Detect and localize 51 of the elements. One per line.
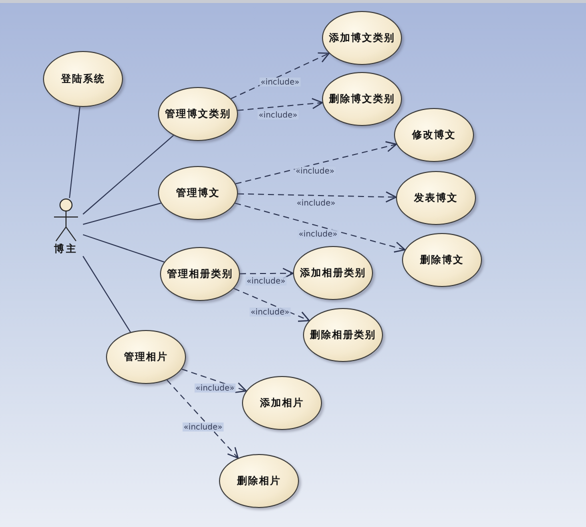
association-line <box>82 234 165 262</box>
include-arrow <box>235 141 398 184</box>
use-case-label: 管理相册类别 <box>167 268 233 281</box>
use-case-label: 修改博文 <box>412 128 456 142</box>
include-arrow <box>166 380 239 459</box>
use-case-label: 管理博文类别 <box>165 108 231 121</box>
use-case-label: 管理博文 <box>176 186 220 200</box>
include-arrow <box>233 288 310 322</box>
association-line <box>69 106 80 198</box>
use-case-ellipse <box>158 166 238 220</box>
edge-label: «include» <box>258 110 298 120</box>
use-case-ellipse <box>322 11 402 65</box>
use-case-ellipse <box>402 233 482 287</box>
use-case-ellipse <box>158 87 238 141</box>
use-case-ellipse <box>160 247 240 301</box>
use-case-label: 删除相片 <box>237 474 281 488</box>
use-case-ellipse <box>394 108 474 162</box>
use-case-label: 删除相册类别 <box>310 328 376 342</box>
association-line <box>82 134 174 215</box>
edge-label: «include» <box>296 198 336 208</box>
include-arrow <box>240 268 294 279</box>
actor-name: 博主 <box>54 242 78 256</box>
edge-label: «include» <box>182 422 224 432</box>
use-case-ellipse <box>106 330 186 384</box>
use-case-ellipse <box>242 376 322 430</box>
use-case-label: 添加博文类别 <box>329 32 395 45</box>
use-case-label: 管理相片 <box>124 350 168 364</box>
include-arrow <box>237 98 323 111</box>
use-case-label: 添加相片 <box>260 396 304 410</box>
edge-label: «include» <box>260 78 300 86</box>
edge-label: «include» <box>250 308 290 316</box>
use-case-ellipse <box>219 454 299 508</box>
association-line <box>82 256 131 333</box>
use-case-label: 登陆系统 <box>61 72 105 86</box>
edge-label: «include» <box>194 384 236 392</box>
include-arrow <box>181 368 247 394</box>
include-arrow <box>230 52 330 100</box>
include-arrow <box>237 191 397 203</box>
use-case-ellipse <box>396 171 476 225</box>
use-case-ellipse <box>322 72 402 126</box>
include-arrow <box>234 202 406 253</box>
edge-label: «include» <box>298 230 338 238</box>
use-case-label: 删除博文类别 <box>329 92 395 106</box>
use-case-ellipse <box>293 246 373 300</box>
use-case-label: 发表博文 <box>414 192 458 205</box>
edge-label: «include» <box>246 276 286 286</box>
association-line <box>82 202 162 225</box>
use-case-label: 删除博文 <box>420 254 464 267</box>
edge-label: «include» <box>294 166 336 176</box>
use-case-ellipse <box>303 308 383 362</box>
use-case-label: 添加相册类别 <box>300 266 366 280</box>
